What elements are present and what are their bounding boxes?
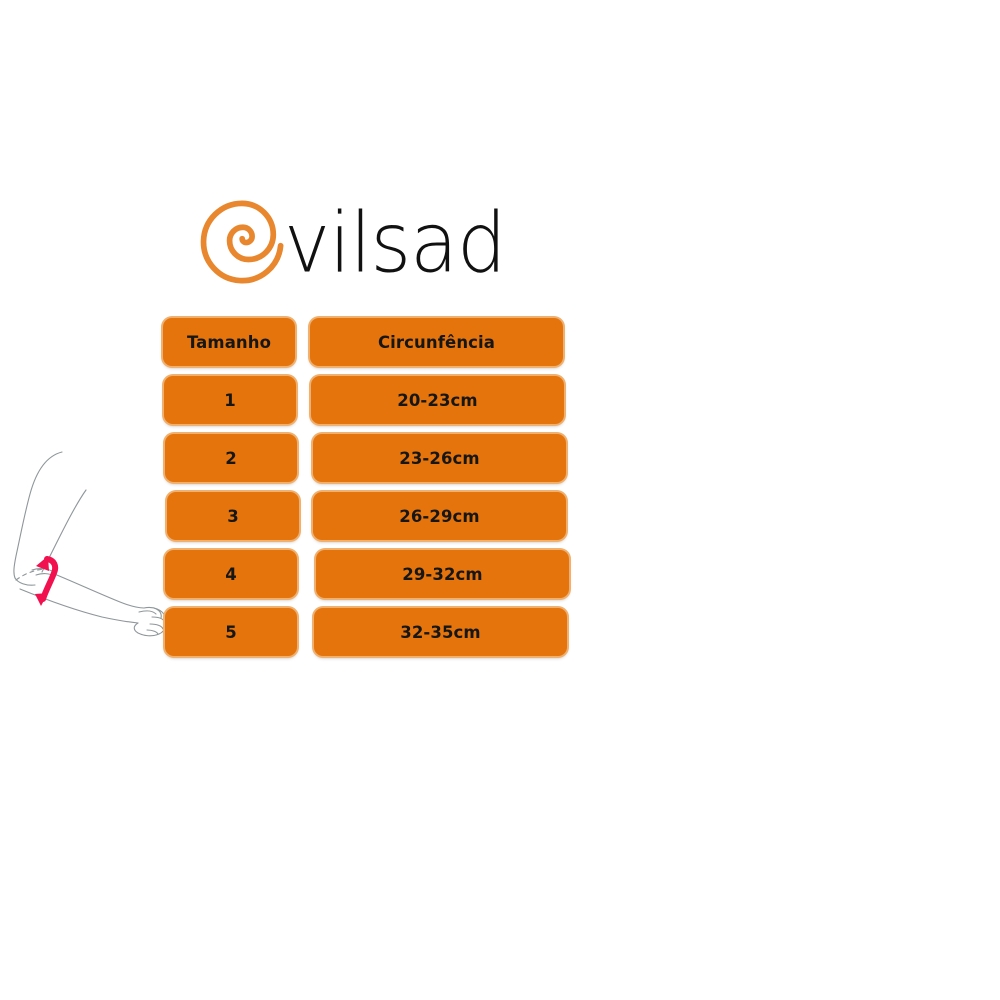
size-value: 3 [227, 506, 239, 526]
thumb-line [138, 610, 157, 615]
header-cell-circumference: Circunfência [310, 318, 563, 366]
upper-arm-outer-line [13, 451, 63, 579]
cell-size-3: 3 [167, 492, 299, 540]
circumference-value: 29-32cm [402, 564, 483, 584]
table-row: 2 23-26cm [165, 429, 583, 487]
cell-size-2: 2 [165, 434, 297, 482]
cell-circumference-4: 29-32cm [316, 550, 569, 598]
forearm-top-line [51, 572, 145, 609]
cell-circumference-2: 23-26cm [313, 434, 566, 482]
header-cell-size: Tamanho [163, 318, 295, 366]
elbow-line [14, 577, 36, 586]
finger-line-3 [149, 623, 164, 630]
table-row: 3 26-29cm [167, 487, 583, 545]
cell-circumference-5: 32-35cm [314, 608, 567, 656]
circumference-value: 32-35cm [400, 622, 481, 642]
circumference-value: 20-23cm [397, 390, 478, 410]
brand-logo: vilsad [196, 192, 506, 292]
cell-circumference-1: 20-23cm [311, 376, 564, 424]
cell-circumference-3: 26-29cm [313, 492, 566, 540]
spiral-icon [200, 200, 284, 284]
size-value: 2 [225, 448, 237, 468]
size-chart-table: Tamanho Circunfência 1 20-23cm 2 23-26cm [163, 313, 583, 661]
circumference-value: 26-29cm [399, 506, 480, 526]
elbow-crease-a [31, 568, 53, 572]
arm-measurement-diagram [13, 451, 167, 637]
table-row: 4 29-32cm [165, 545, 583, 603]
circumference-value: 23-26cm [399, 448, 480, 468]
elbow-hidden-dashed-line [15, 568, 45, 581]
table-row: 1 20-23cm [164, 371, 583, 429]
cell-size-5: 5 [165, 608, 297, 656]
size-value: 1 [224, 390, 236, 410]
table-row: 5 32-35cm [165, 603, 583, 661]
hand-outline [133, 606, 167, 637]
double-arrow-icon [35, 556, 59, 606]
cell-size-1: 1 [164, 376, 296, 424]
size-value: 5 [225, 622, 237, 642]
size-value: 4 [225, 564, 237, 584]
table-header-row: Tamanho Circunfência [163, 313, 583, 371]
finger-line-4 [146, 629, 159, 635]
finger-line-2 [151, 616, 166, 624]
header-label-size: Tamanho [186, 332, 272, 352]
wordmark-text: vilsad [284, 196, 506, 292]
header-label-circumference: Circunfência [377, 332, 496, 352]
finger-line-1 [153, 607, 162, 619]
cell-size-4: 4 [165, 550, 297, 598]
